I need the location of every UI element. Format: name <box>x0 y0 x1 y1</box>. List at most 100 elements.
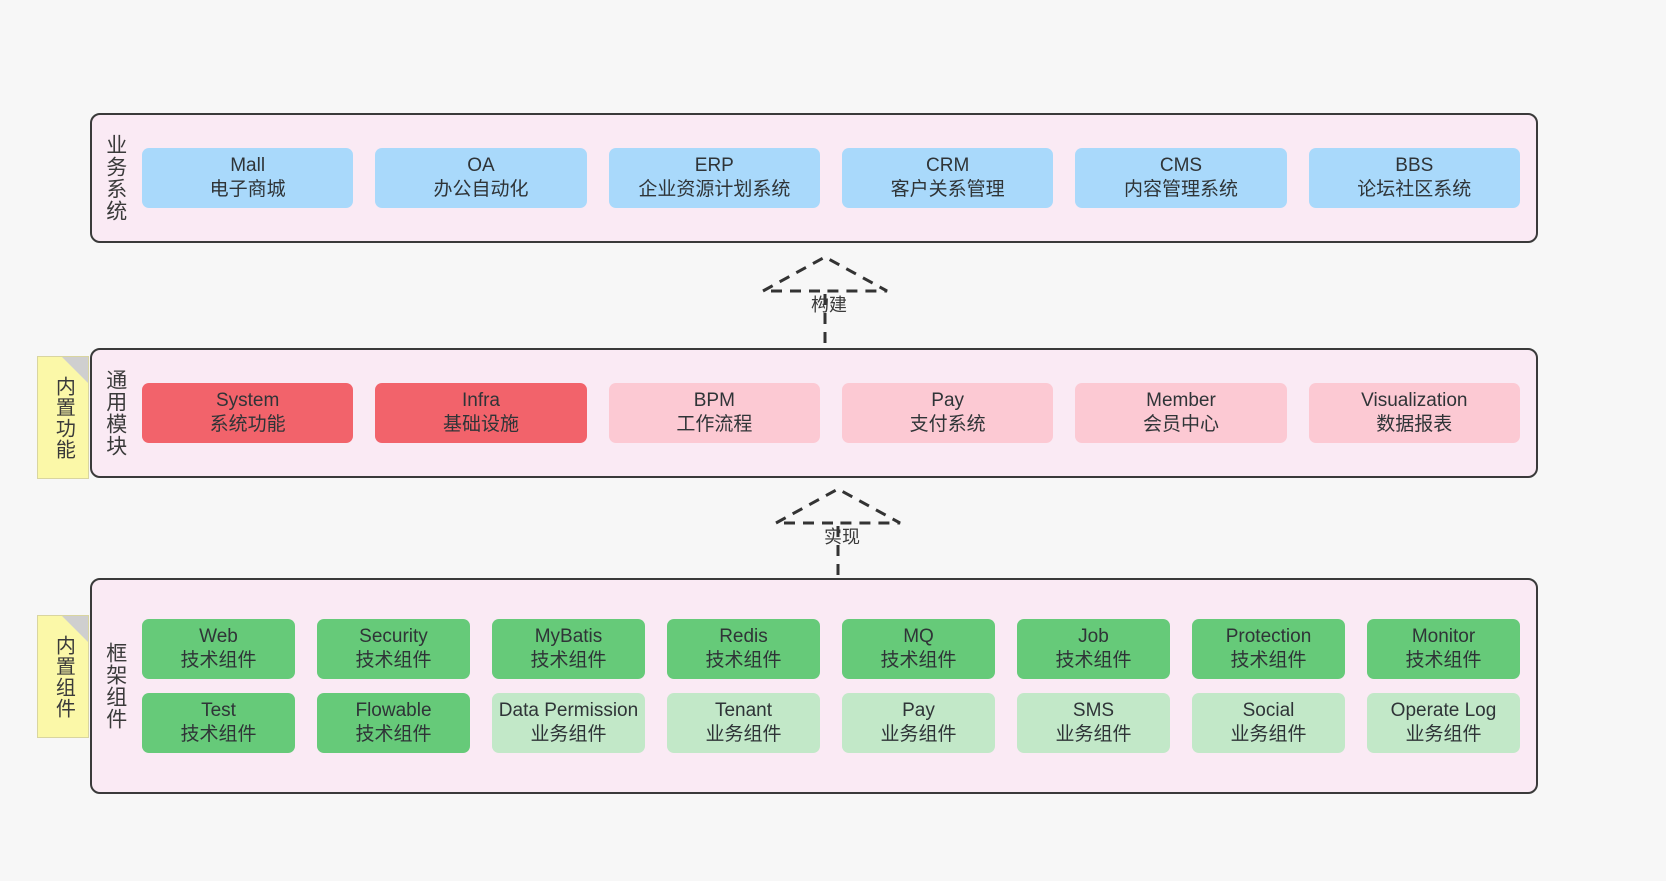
note-label: 内置组件 <box>52 634 75 719</box>
card-subtitle: 基础设施 <box>442 414 519 435</box>
implement-arrow <box>768 487 918 577</box>
card-bpm[interactable]: BPM 工作流程 <box>608 383 820 443</box>
card-subtitle: 技术组件 <box>1055 650 1132 672</box>
card-system[interactable]: System 系统功能 <box>142 383 354 443</box>
card-title: BPM <box>693 390 735 412</box>
card-subtitle: 系统功能 <box>209 414 286 435</box>
card-subtitle: 业务组件 <box>1230 723 1307 745</box>
build-arrow-label: 构建 <box>811 295 847 315</box>
card-visualization[interactable]: Visualization 数据报表 <box>1308 383 1520 443</box>
card-subtitle: 论坛社区系统 <box>1357 179 1472 200</box>
card-row: Mall 电子商城 OA 办公自动化 ERP 企业资源计划系统 CRM 客户关系… <box>142 148 1520 208</box>
card-title: Web <box>199 626 238 648</box>
card-title: CMS <box>1159 155 1203 177</box>
card-subtitle: 业务组件 <box>1055 723 1132 745</box>
card-subtitle: 技术组件 <box>1230 650 1307 672</box>
layer-title-framework-components: 框架组件 <box>103 642 127 730</box>
layer-body-common-modules: System 系统功能 Infra 基础设施 BPM 工作流程 Pay 支付系统… <box>138 350 1536 476</box>
card-tenant[interactable]: Tenant 业务组件 <box>667 693 820 753</box>
card-flowable[interactable]: Flowable 技术组件 <box>317 693 470 753</box>
card-subtitle: 数据报表 <box>1376 414 1453 435</box>
card-title: ERP <box>694 155 734 177</box>
card-title: Member <box>1146 390 1216 412</box>
card-subtitle: 技术组件 <box>705 650 782 672</box>
card-subtitle: 客户关系管理 <box>890 179 1005 200</box>
card-subtitle: 技术组件 <box>355 650 432 672</box>
card-title: OA <box>467 155 495 177</box>
card-mall[interactable]: Mall 电子商城 <box>142 148 354 208</box>
card-title: Mall <box>230 155 266 177</box>
card-subtitle: 工作流程 <box>676 414 753 435</box>
card-subtitle: 业务组件 <box>705 723 782 745</box>
card-title: Pay <box>931 390 965 412</box>
card-subtitle: 会员中心 <box>1142 414 1219 435</box>
card-oa[interactable]: OA 办公自动化 <box>375 148 587 208</box>
card-job[interactable]: Job 技术组件 <box>1017 619 1170 679</box>
card-data-permission[interactable]: Data Permission 业务组件 <box>492 693 645 753</box>
card-bbs[interactable]: BBS 论坛社区系统 <box>1308 148 1520 208</box>
card-title: Flowable <box>355 700 432 721</box>
card-subtitle: 办公自动化 <box>433 179 529 200</box>
card-crm[interactable]: CRM 客户关系管理 <box>841 148 1054 208</box>
card-security[interactable]: Security 技术组件 <box>317 619 470 679</box>
card-title: MyBatis <box>534 626 603 648</box>
card-web[interactable]: Web 技术组件 <box>142 619 295 679</box>
card-title: BBS <box>1395 155 1434 177</box>
card-title: CRM <box>926 155 970 177</box>
card-title: Visualization <box>1361 390 1468 412</box>
card-title: Protection <box>1225 626 1312 648</box>
card-title: System <box>215 390 280 412</box>
note-fold-corner-icon <box>62 357 88 383</box>
card-title: Data Permission <box>498 700 639 721</box>
card-member[interactable]: Member 会员中心 <box>1075 383 1287 443</box>
card-title: Job <box>1078 626 1109 648</box>
card-operate-log[interactable]: Operate Log 业务组件 <box>1367 693 1520 753</box>
card-subtitle: 业务组件 <box>530 723 607 745</box>
card-subtitle: 技术组件 <box>355 723 432 745</box>
note-builtin-components: 内置组件 <box>37 615 89 738</box>
card-sms[interactable]: SMS 业务组件 <box>1017 693 1170 753</box>
card-title: Security <box>359 626 428 648</box>
layer-business-systems: 业务系统 Mall 电子商城 OA 办公自动化 ERP 企业资源计划系统 CRM… <box>90 113 1538 243</box>
card-row: Web 技术组件 Security 技术组件 MyBatis 技术组件 Redi… <box>142 619 1520 679</box>
card-subtitle: 技术组件 <box>880 650 957 672</box>
card-pay-component[interactable]: Pay 业务组件 <box>842 693 995 753</box>
card-subtitle: 技术组件 <box>530 650 607 672</box>
card-row: Test 技术组件 Flowable 技术组件 Data Permission … <box>142 693 1520 753</box>
card-protection[interactable]: Protection 技术组件 <box>1192 619 1345 679</box>
card-title: Social <box>1242 700 1295 721</box>
card-subtitle: 电子商城 <box>209 179 286 200</box>
layer-framework-components: 框架组件 Web 技术组件 Security 技术组件 MyBatis 技术组件… <box>90 578 1538 794</box>
card-subtitle: 技术组件 <box>1405 650 1482 672</box>
card-title: Monitor <box>1411 626 1476 648</box>
card-mybatis[interactable]: MyBatis 技术组件 <box>492 619 645 679</box>
card-title: MQ <box>903 626 934 648</box>
card-redis[interactable]: Redis 技术组件 <box>667 619 820 679</box>
card-pay-module[interactable]: Pay 支付系统 <box>841 383 1054 443</box>
card-social[interactable]: Social 业务组件 <box>1192 693 1345 753</box>
build-arrow <box>755 255 905 345</box>
card-title: Redis <box>719 626 768 648</box>
card-title: Operate Log <box>1390 700 1497 721</box>
card-subtitle: 业务组件 <box>880 723 957 745</box>
card-monitor[interactable]: Monitor 技术组件 <box>1367 619 1520 679</box>
card-mq[interactable]: MQ 技术组件 <box>842 619 995 679</box>
layer-common-modules: 通用模块 System 系统功能 Infra 基础设施 BPM 工作流程 Pay… <box>90 348 1538 478</box>
layer-body-business-systems: Mall 电子商城 OA 办公自动化 ERP 企业资源计划系统 CRM 客户关系… <box>138 115 1536 241</box>
card-title: Tenant <box>714 700 773 721</box>
card-title: Infra <box>461 390 500 412</box>
note-label: 内置功能 <box>52 375 75 460</box>
card-subtitle: 支付系统 <box>909 414 986 435</box>
card-subtitle: 技术组件 <box>180 723 257 745</box>
card-cms[interactable]: CMS 内容管理系统 <box>1075 148 1287 208</box>
card-test[interactable]: Test 技术组件 <box>142 693 295 753</box>
layer-title-business-systems: 业务系统 <box>103 134 127 222</box>
card-infra[interactable]: Infra 基础设施 <box>375 383 587 443</box>
layer-body-framework-components: Web 技术组件 Security 技术组件 MyBatis 技术组件 Redi… <box>138 580 1536 792</box>
card-title: SMS <box>1072 700 1115 721</box>
implement-arrow-label: 实现 <box>824 527 860 547</box>
card-subtitle: 内容管理系统 <box>1123 179 1238 200</box>
card-title: Test <box>201 700 236 721</box>
card-erp[interactable]: ERP 企业资源计划系统 <box>608 148 820 208</box>
